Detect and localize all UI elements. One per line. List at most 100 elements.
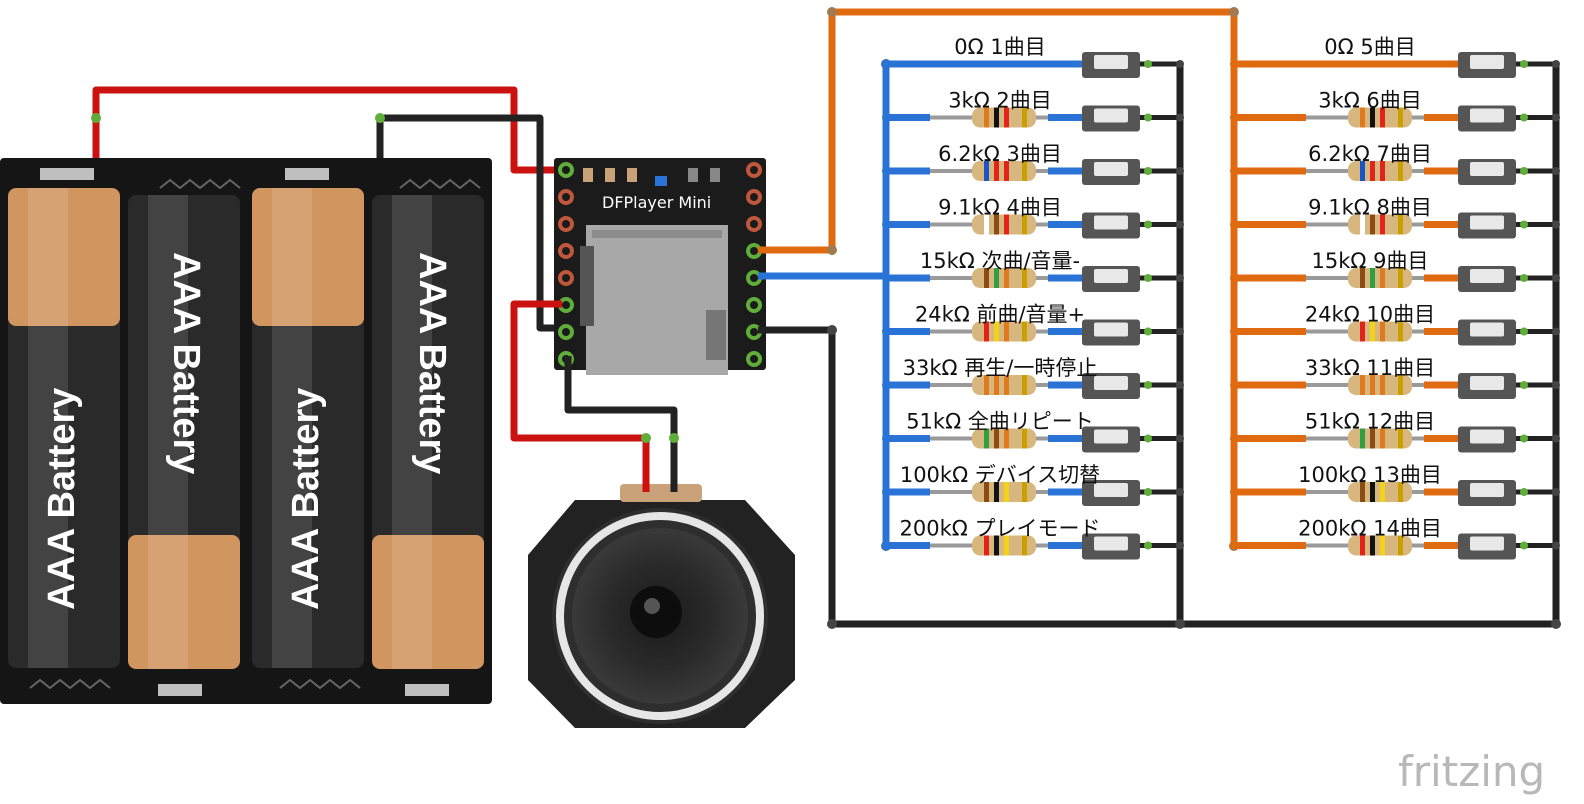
bus-junction [1230,167,1238,175]
gnd-junction [1552,60,1560,68]
resistor-band [1004,107,1009,128]
resistor-band [1398,214,1403,235]
button-pin [1144,167,1152,175]
pushbutton-cap [1470,215,1504,230]
bus-junction [1230,220,1238,229]
button-pin [1520,274,1528,282]
resistor-band [1004,535,1009,556]
bus-junction [1230,381,1238,389]
bus-junction [1230,113,1238,122]
gnd-junction [1552,381,1560,389]
module-pin-hole [750,328,758,336]
resistor-band [1004,268,1009,288]
ladder-row: 15kΩ 9曲目 [1230,249,1560,292]
ladder-row: 6.2kΩ 7曲目 [1230,142,1560,185]
resistor-band [994,375,999,395]
row-label: 33kΩ 11曲目 [1305,356,1435,380]
ladder-row: 9.1kΩ 4曲目 [882,196,1184,239]
bus-junction [1230,60,1238,68]
resistor-band [1004,375,1009,395]
ladder-row: 0Ω 5曲目 [1230,35,1560,78]
ladder-row: 33kΩ 11曲目 [1230,356,1560,399]
button-pin [1520,541,1528,550]
row-label: 200kΩ プレイモード [900,517,1101,541]
resistor-band [1004,428,1009,449]
bus-junction [882,167,890,175]
resistor-band [984,214,989,235]
gnd-junction [1176,60,1184,68]
ladder-row: 100kΩ デバイス切替 [882,463,1184,506]
bus-junction [1230,274,1238,282]
pushbutton-cap [1470,429,1504,444]
ladder-row: 3kΩ 2曲目 [882,89,1184,132]
resistor-band [1370,375,1375,395]
resistor-band [1398,107,1403,128]
resistor-band [1022,107,1027,128]
row-label: 33kΩ 再生/一時停止 [903,356,1098,380]
button-pin [1520,220,1528,229]
battery-label: AAA Battery [411,252,453,474]
resistor-band [984,535,989,556]
ladder-row: 3kΩ 6曲目 [1230,89,1560,132]
resistor-band [1004,161,1009,181]
module-pin-hole [750,166,758,174]
bus-junction [882,327,890,336]
gnd-junction [1552,434,1560,443]
module-pin-hole [562,220,570,228]
battery-label: AAA Battery [41,388,83,610]
pushbutton-cap [1470,322,1504,337]
button-pin [1144,488,1152,496]
resistor-band [1398,268,1403,288]
bus-junction [882,381,890,389]
bus-junction [882,434,890,443]
pushbutton-cap [1094,269,1128,283]
pushbutton-cap [1470,376,1504,390]
row-label: 51kΩ 全曲リピート [906,410,1094,434]
pushbutton-cap [1470,483,1504,497]
module-pin-hole [750,193,758,201]
button-pin [1144,381,1152,389]
gnd-junction [1552,113,1560,122]
module-pin-hole [562,274,570,282]
resistor-band [1022,321,1027,342]
resistor-band [984,482,989,502]
battery-cell-3: AAA Battery [252,188,364,668]
module-pin-hole [750,220,758,228]
resistor-band [1398,161,1403,181]
button-pin [1144,327,1152,336]
gnd-junction [1176,434,1184,443]
resistor-band [1360,214,1365,235]
module-pin-hole [562,166,570,174]
pushbutton-cap [1470,108,1504,123]
battery-label: AAA Battery [285,388,327,610]
pushbutton-cap [1470,536,1504,551]
resistor-band [994,161,999,181]
bus-junction [882,274,890,282]
gnd-junction [1176,167,1184,175]
module-pin-hole [562,328,570,336]
module-pin-hole [750,301,758,309]
row-label: 6.2kΩ 3曲目 [938,142,1062,166]
button-pin [1520,434,1528,443]
resistor-band [1370,268,1375,288]
fritzing-logo: fritzing [1398,747,1545,796]
resistor-band [1380,428,1385,449]
resistor-band [994,321,999,342]
battery-cell-4: AAA Battery [372,195,484,669]
bus-junction [1230,541,1238,550]
resistor-band [1360,482,1365,502]
row-label: 15kΩ 9曲目 [1312,249,1429,273]
pushbutton-cap [1094,536,1128,551]
button-pin [1144,434,1152,443]
pushbutton-cap [1094,162,1128,176]
resistor-band [994,268,999,288]
resistor-band [994,107,999,128]
resistor-band [1370,214,1375,235]
resistor-band [984,321,989,342]
resistor-band [984,375,989,395]
gnd-junction [1552,488,1560,496]
button-pin [1144,541,1152,550]
